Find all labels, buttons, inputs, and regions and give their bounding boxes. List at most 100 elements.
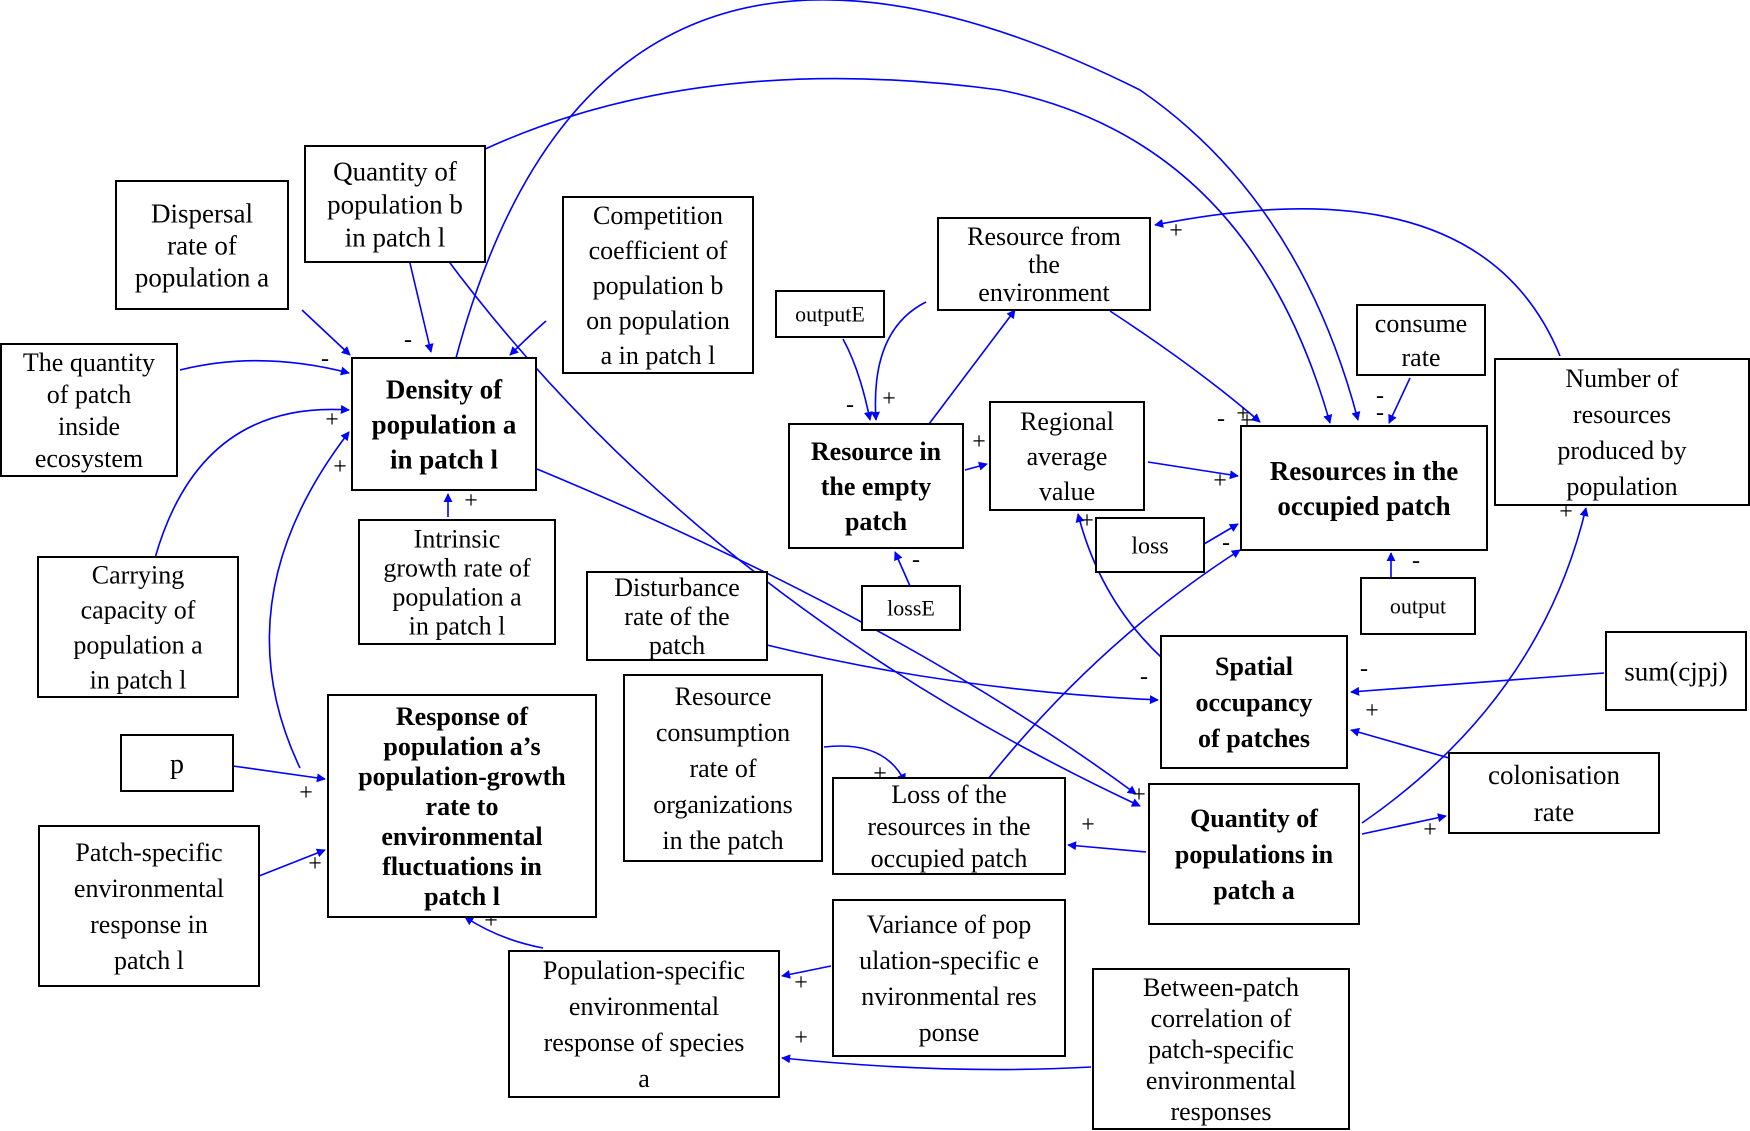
edge-response-to-density — [268, 431, 350, 769]
polarity-label: + — [1080, 508, 1094, 534]
polarity-label: - — [1412, 548, 1420, 574]
node-label-line: Density of — [386, 374, 503, 404]
node-pop-specific: Population-specificenvironmentalresponse… — [508, 950, 780, 1098]
node-label-line: Variance of pop — [867, 910, 1032, 939]
node-label-line: Between-patch — [1143, 973, 1299, 1002]
node-label-line: patch a — [1213, 876, 1295, 905]
node-label-line: on population — [586, 306, 730, 335]
edge-outputE-to-resource_empty — [842, 338, 873, 421]
node-box — [1240, 425, 1488, 551]
node-outputE: outputE — [775, 290, 885, 338]
node-label-line: in patch l — [90, 666, 187, 695]
edge-num_resources-to-resource_env — [1154, 208, 1561, 357]
node-box — [1448, 752, 1660, 834]
edge-quantity_patch-to-density — [179, 359, 350, 376]
node-label-line: loss — [1131, 533, 1168, 559]
edge-consume_rate-to-resources_occupied — [1388, 377, 1411, 424]
edge-between-to-pop_specific — [781, 1054, 1092, 1071]
node-label-line: Regional — [1020, 407, 1114, 436]
polarity-label: - — [1376, 400, 1384, 426]
node-label-line: a in patch l — [601, 341, 716, 370]
node-label-line: Spatial — [1215, 652, 1293, 681]
node-label-line: the empty — [821, 472, 931, 501]
edge-dispersal-to-density — [301, 309, 351, 356]
node-label-line: the — [1028, 250, 1060, 279]
node-label-line: value — [1039, 477, 1095, 506]
node-label-line: of patch — [47, 380, 131, 409]
node-label-line: Number of — [1565, 364, 1679, 393]
edge-resource_empty-to-regional — [964, 461, 988, 471]
polarity-label: + — [1213, 468, 1227, 494]
node-label-line: responses — [1170, 1097, 1271, 1126]
node-label-line: response of species — [544, 1028, 745, 1057]
edges-layer — [154, 0, 1605, 1071]
edge-resource_env-to-resources_occupied — [1109, 310, 1261, 423]
polarity-label: - — [846, 392, 854, 418]
polarity-label: - — [1140, 664, 1148, 690]
edge-consumption_rate-to-loss_resources — [823, 745, 906, 783]
node-label-line: ecosystem — [35, 444, 143, 473]
edge-quantity_a-to-colonisation — [1361, 813, 1447, 835]
polarity-label: - — [1376, 383, 1384, 409]
polarity-label: + — [1169, 218, 1183, 244]
node-label-line: Population-specific — [543, 956, 745, 985]
node-label-line: lossE — [887, 596, 935, 621]
polarity-label: + — [1423, 817, 1437, 843]
node-label-line: output — [1390, 594, 1446, 619]
polarity-label: - — [912, 547, 920, 573]
polarity-label: + — [464, 488, 478, 514]
node-sum: sum(cjpj) — [1605, 631, 1747, 711]
node-label-line: growth rate of — [383, 554, 531, 583]
node-label-line: Carrying — [92, 561, 184, 590]
node-label-line: Disturbance — [614, 573, 740, 602]
polarity-label: - — [1222, 530, 1230, 556]
polarity-label: + — [794, 970, 808, 996]
polarity-label: + — [333, 454, 347, 480]
node-label-line: Resource in — [811, 437, 942, 466]
node-box — [562, 196, 754, 374]
polarity-label: + — [1365, 698, 1379, 724]
node-label-line: occupied patch — [871, 844, 1028, 873]
node-box — [1092, 968, 1350, 1130]
node-label-line: Intrinsic — [414, 525, 501, 554]
node-label-line: correlation of — [1151, 1004, 1292, 1033]
node-box — [1095, 517, 1205, 573]
node-box — [0, 343, 178, 477]
node-box — [37, 556, 239, 698]
node-label-line: in patch l — [345, 222, 445, 252]
edge-quantity_b-to-density — [408, 258, 434, 353]
node-label-line: Loss of the — [891, 780, 1007, 809]
node-label-line: coefficient of — [589, 236, 728, 265]
edge-competition-to-density — [509, 320, 547, 356]
node-label-line: patch — [845, 507, 908, 536]
node-box — [351, 357, 537, 491]
node-label-line: consumption — [656, 718, 790, 747]
node-label-line: response in — [90, 910, 208, 939]
node-loss: loss — [1095, 517, 1205, 573]
node-variance: Variance of population-specific environm… — [832, 899, 1066, 1057]
node-label-line: rate of — [167, 230, 237, 260]
node-label-line: patch — [649, 631, 705, 660]
edge-carrying-to-density — [154, 404, 350, 559]
node-box — [1360, 577, 1476, 635]
edge-disturbance-to-spatial — [766, 644, 1159, 705]
edge-resource_empty-to-resource_env — [928, 309, 1016, 425]
edge-quantity_a-to-num_resources — [1361, 507, 1589, 824]
node-label-line: in patch l — [409, 612, 506, 641]
node-label-line: a — [638, 1064, 650, 1093]
node-label-line: in the patch — [662, 826, 783, 855]
node-label-line: Quantity of — [333, 156, 457, 186]
polarity-label: - — [1217, 406, 1225, 432]
